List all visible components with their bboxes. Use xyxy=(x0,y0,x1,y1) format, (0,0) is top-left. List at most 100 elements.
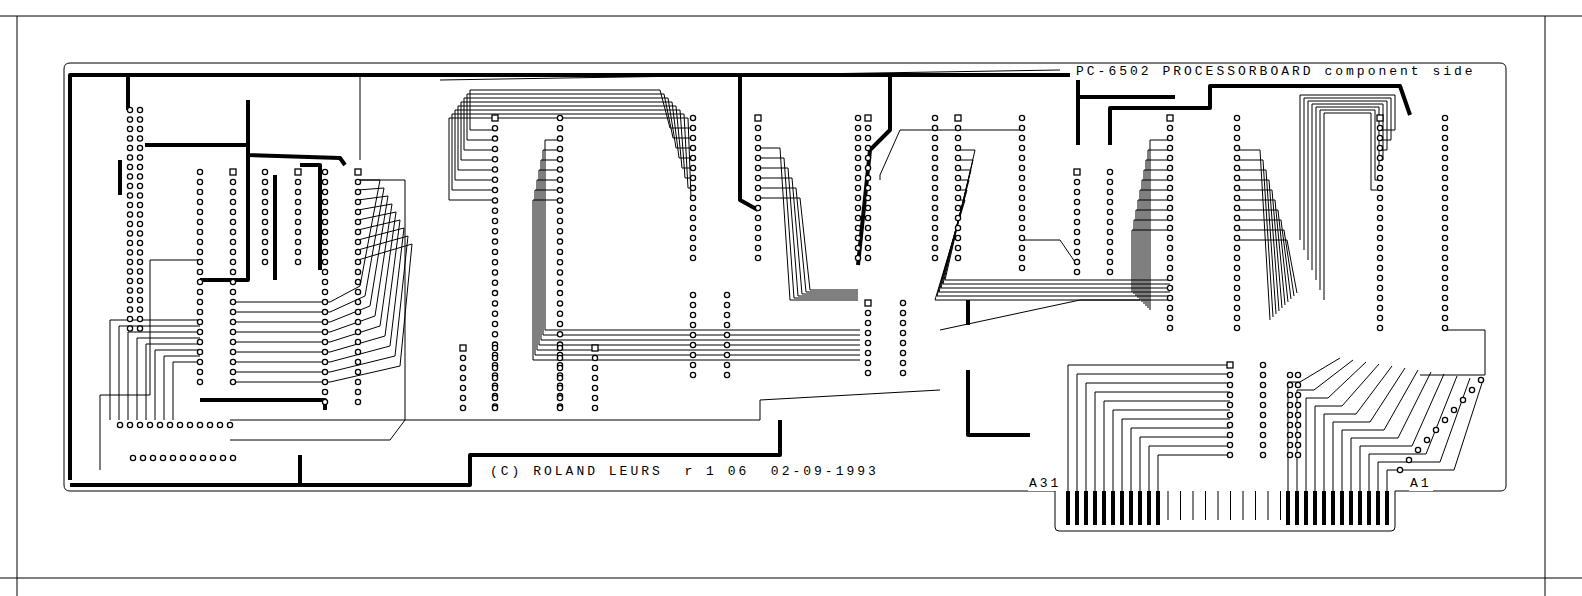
pin-pad xyxy=(865,245,870,250)
connector-finger xyxy=(1367,491,1371,525)
pin-pad xyxy=(1074,269,1079,274)
pin-pad xyxy=(355,249,360,254)
pin-pad xyxy=(322,199,327,204)
pin-pad xyxy=(900,360,905,365)
pin-pad xyxy=(1107,219,1112,224)
pin-pad xyxy=(355,239,360,244)
pin-pad xyxy=(1234,195,1239,200)
pin-pad xyxy=(322,279,327,284)
pin-pad xyxy=(1442,185,1447,190)
pin-pad xyxy=(690,165,695,170)
signal-trace xyxy=(1180,491,1181,520)
pin-pad xyxy=(1227,392,1232,397)
pin-pad xyxy=(322,179,327,184)
pin-pad xyxy=(1167,285,1172,290)
pin-pad xyxy=(295,219,300,224)
pin-pad xyxy=(1442,285,1447,290)
pin-pad xyxy=(322,219,327,224)
pin-pad xyxy=(865,145,870,150)
pin-pad xyxy=(230,369,235,374)
pin-pad xyxy=(1234,275,1239,280)
pin-pad xyxy=(932,175,937,180)
pin-pad xyxy=(865,330,870,335)
pin-pad xyxy=(932,125,937,130)
pin-pad xyxy=(230,309,235,314)
pin-pad xyxy=(230,169,236,175)
pin-pad xyxy=(557,385,562,390)
pin-pad xyxy=(1234,145,1239,150)
pin-pad xyxy=(690,292,695,297)
pin-pad xyxy=(295,229,300,234)
pin-pad xyxy=(690,175,695,180)
power-trace xyxy=(300,165,320,270)
connector-finger xyxy=(1138,491,1142,525)
pin-pad xyxy=(1377,135,1382,140)
pin-pad xyxy=(230,379,235,384)
signal-trace xyxy=(449,118,693,200)
pin-pad xyxy=(865,185,870,190)
pin-pad xyxy=(724,332,729,337)
pin-pad xyxy=(1377,225,1382,230)
pin-pad xyxy=(755,185,760,190)
pin-pad xyxy=(855,125,860,130)
frame-line xyxy=(17,16,18,596)
pin-pad xyxy=(955,195,960,200)
pin-pad xyxy=(197,229,202,234)
pin-pad xyxy=(1234,175,1239,180)
pin-pad xyxy=(137,117,142,122)
pin-pad xyxy=(1260,382,1265,387)
pin-pad xyxy=(137,202,142,207)
signal-trace xyxy=(533,200,860,360)
pin-pad xyxy=(1019,115,1024,120)
pin-pad xyxy=(865,350,870,355)
pin-pad xyxy=(137,155,142,160)
pin-pad xyxy=(230,329,235,334)
pin-pad xyxy=(295,169,301,175)
pin-pad xyxy=(230,455,235,460)
pin-pad xyxy=(724,312,729,317)
signal-trace xyxy=(1387,380,1483,491)
pin-pad xyxy=(1260,452,1265,457)
pin-pad xyxy=(932,145,937,150)
pin-pad xyxy=(137,221,142,226)
pin-pad xyxy=(127,259,132,264)
connector-finger xyxy=(1147,491,1151,525)
pin-pad xyxy=(900,300,905,305)
pin-pad xyxy=(557,208,562,213)
connector-finger xyxy=(1376,491,1380,525)
pin-pad xyxy=(137,145,142,150)
pin-pad xyxy=(127,193,132,198)
pin-pad xyxy=(492,136,497,141)
pin-pad xyxy=(230,219,235,224)
pin-pad xyxy=(1295,442,1300,447)
signal-trace xyxy=(1022,240,1075,262)
pin-pad xyxy=(724,302,729,307)
pin-pad xyxy=(1287,422,1292,427)
signal-trace xyxy=(1316,107,1380,280)
pin-pad xyxy=(220,455,225,460)
pin-pad xyxy=(900,320,905,325)
pin-pad xyxy=(955,225,960,230)
pin-pad xyxy=(492,157,497,162)
signal-trace xyxy=(233,220,400,352)
pin-pad xyxy=(295,249,300,254)
pin-pad xyxy=(177,422,182,427)
pin-pad xyxy=(1442,175,1447,180)
signal-trace xyxy=(1134,220,1170,294)
pin-pad xyxy=(197,299,202,304)
pin-pad xyxy=(1019,155,1024,160)
pin-pad xyxy=(1074,179,1079,184)
pin-pad xyxy=(557,355,562,360)
pin-pad xyxy=(137,422,142,427)
signal-trace xyxy=(758,188,858,292)
pin-pad xyxy=(492,280,497,285)
pin-pad xyxy=(322,169,327,174)
pin-pad xyxy=(724,292,729,297)
pin-pad xyxy=(1234,205,1239,210)
pin-pad xyxy=(492,365,497,370)
pin-pad xyxy=(1442,325,1447,330)
signal-trace xyxy=(1280,491,1281,520)
pin-pad xyxy=(197,179,202,184)
signal-trace xyxy=(1312,104,1383,270)
pin-pad xyxy=(1377,295,1382,300)
